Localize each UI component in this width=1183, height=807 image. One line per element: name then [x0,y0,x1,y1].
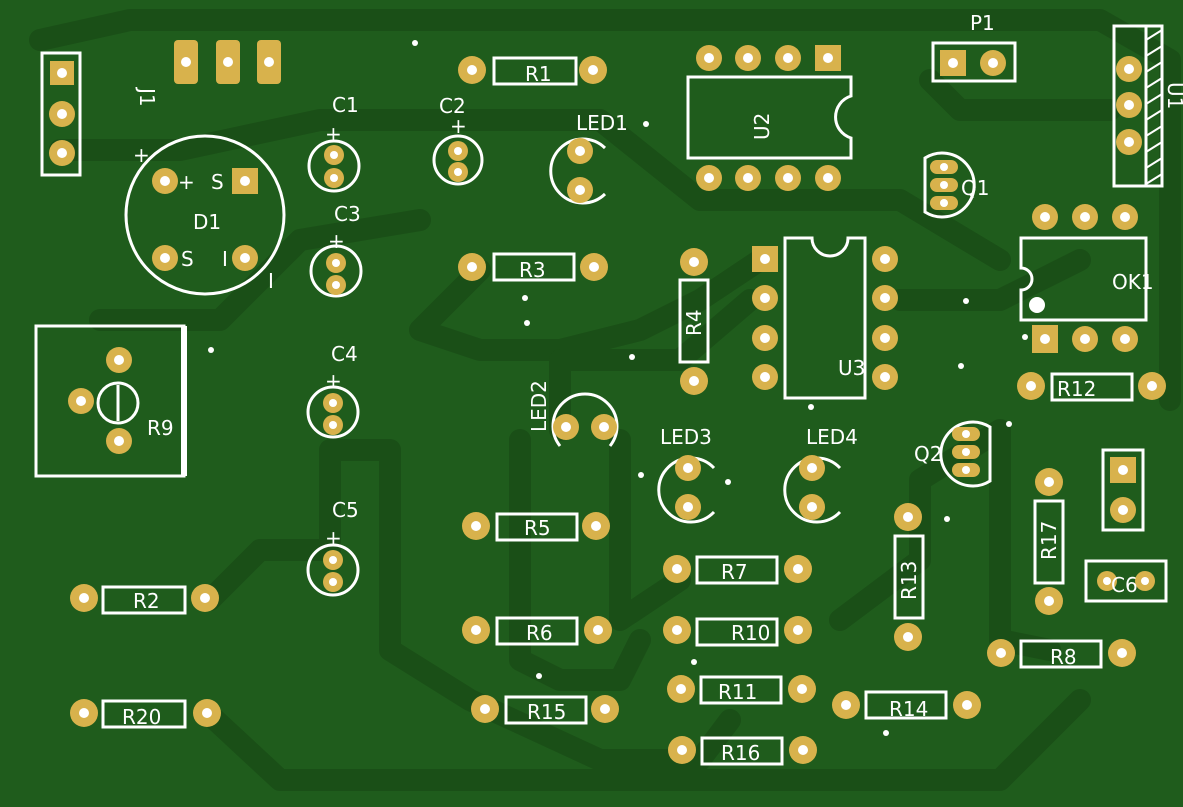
c2-plus: + [450,114,467,138]
connector-j1: J1 [40,51,159,177]
resistor-r14: R14 [832,690,981,721]
transistor-q1: Q1 [923,151,989,219]
ok1-label: OK1 [1112,270,1154,294]
resistor-r17: R17 [1033,468,1065,615]
capacitor-c2: + C2 [432,94,484,186]
r6-label: R6 [526,621,553,645]
r5-label: R5 [524,516,551,540]
led2-label: LED2 [527,380,551,432]
q1-label: Q1 [961,176,989,200]
r9-label: R9 [147,416,174,440]
r4-label: R4 [682,309,706,336]
r13-label: R13 [897,561,921,600]
optocoupler-ok1: OK1 [1019,204,1154,353]
r7-label: R7 [721,560,748,584]
r3-label: R3 [519,258,546,282]
d1-plus-outer: + [133,143,150,167]
resistor-r12: R12 [1017,372,1166,402]
led4-label: LED4 [806,425,858,449]
d1-i: I [222,247,228,271]
resistor-r15: R15 [471,695,619,725]
resistor-r2: R2 [70,584,219,615]
r20-label: R20 [122,705,161,729]
capacitor-c3: + C3 [309,202,363,298]
resistor-r20: R20 [70,699,221,729]
j1-label: J1 [135,86,159,107]
p1-label: P1 [970,11,995,35]
u1-label: U1 [1163,82,1183,109]
resistor-r3: R3 [458,252,608,282]
regulator-u1: U1 [1112,24,1183,188]
header-2pin-right [1101,448,1145,532]
c2-label: C2 [439,94,466,118]
resistor-r16: R16 [668,736,817,766]
header-3pin-top [174,40,281,84]
resistor-r5: R5 [462,512,610,542]
diode-bridge-d1: + + S S I I D1 [124,134,286,296]
capacitor-c5: + C5 [306,498,360,597]
led3: LED3 [657,425,716,524]
trimmer-r9: R9 [34,324,187,478]
resistor-r11: R11 [667,675,816,705]
c1-label: C1 [332,93,359,117]
d1-label: D1 [193,210,221,234]
capacitor-c4: + C4 [306,342,360,439]
capacitor-c1: + C1 [307,93,361,193]
resistor-r10: R10 [663,616,812,647]
vias [208,40,1028,736]
resistor-r13: R13 [893,503,925,651]
c3-label: C3 [334,202,361,226]
q2-label: Q2 [914,442,942,466]
capacitor-c6: C6 [1084,559,1168,603]
d1-s-top: S [211,170,224,194]
resistor-r7: R7 [663,555,812,585]
r1-label: R1 [525,62,552,86]
r8-label: R8 [1050,645,1077,669]
c3-plus: + [328,229,345,253]
resistor-r8: R8 [987,639,1136,669]
transistor-q2: Q2 [914,420,992,488]
led2: LED2 [527,380,619,447]
u3-label: U3 [838,356,865,380]
r14-label: R14 [889,697,928,721]
c5-plus: + [325,526,342,550]
led1-label: LED1 [576,111,628,135]
r12-label: R12 [1057,377,1096,401]
led4: LED4 [783,425,858,524]
r11-label: R11 [718,680,757,704]
connector-p1: P1 [931,11,1017,83]
d1-bar: I [268,269,274,293]
resistor-r4: R4 [678,248,710,395]
ic-u3: U3 [752,236,898,400]
r16-label: R16 [721,741,760,765]
c1-plus: + [325,122,342,146]
led1: LED1 [549,111,628,205]
resistor-r1: R1 [458,56,607,86]
r17-label: R17 [1037,521,1061,560]
c4-plus: + [325,369,342,393]
traces [29,9,1181,791]
resistor-r6: R6 [462,616,612,646]
r15-label: R15 [527,700,566,724]
d1-s-bottom: S [181,247,194,271]
d1-plus-inner: + [178,170,195,194]
r2-label: R2 [133,589,160,613]
c6-label: C6 [1111,573,1138,597]
led3-label: LED3 [660,425,712,449]
c5-label: C5 [332,498,359,522]
c4-label: C4 [331,342,358,366]
r10-label: R10 [731,621,770,645]
ic-u2: U2 [686,45,853,191]
u2-label: U2 [750,113,774,140]
